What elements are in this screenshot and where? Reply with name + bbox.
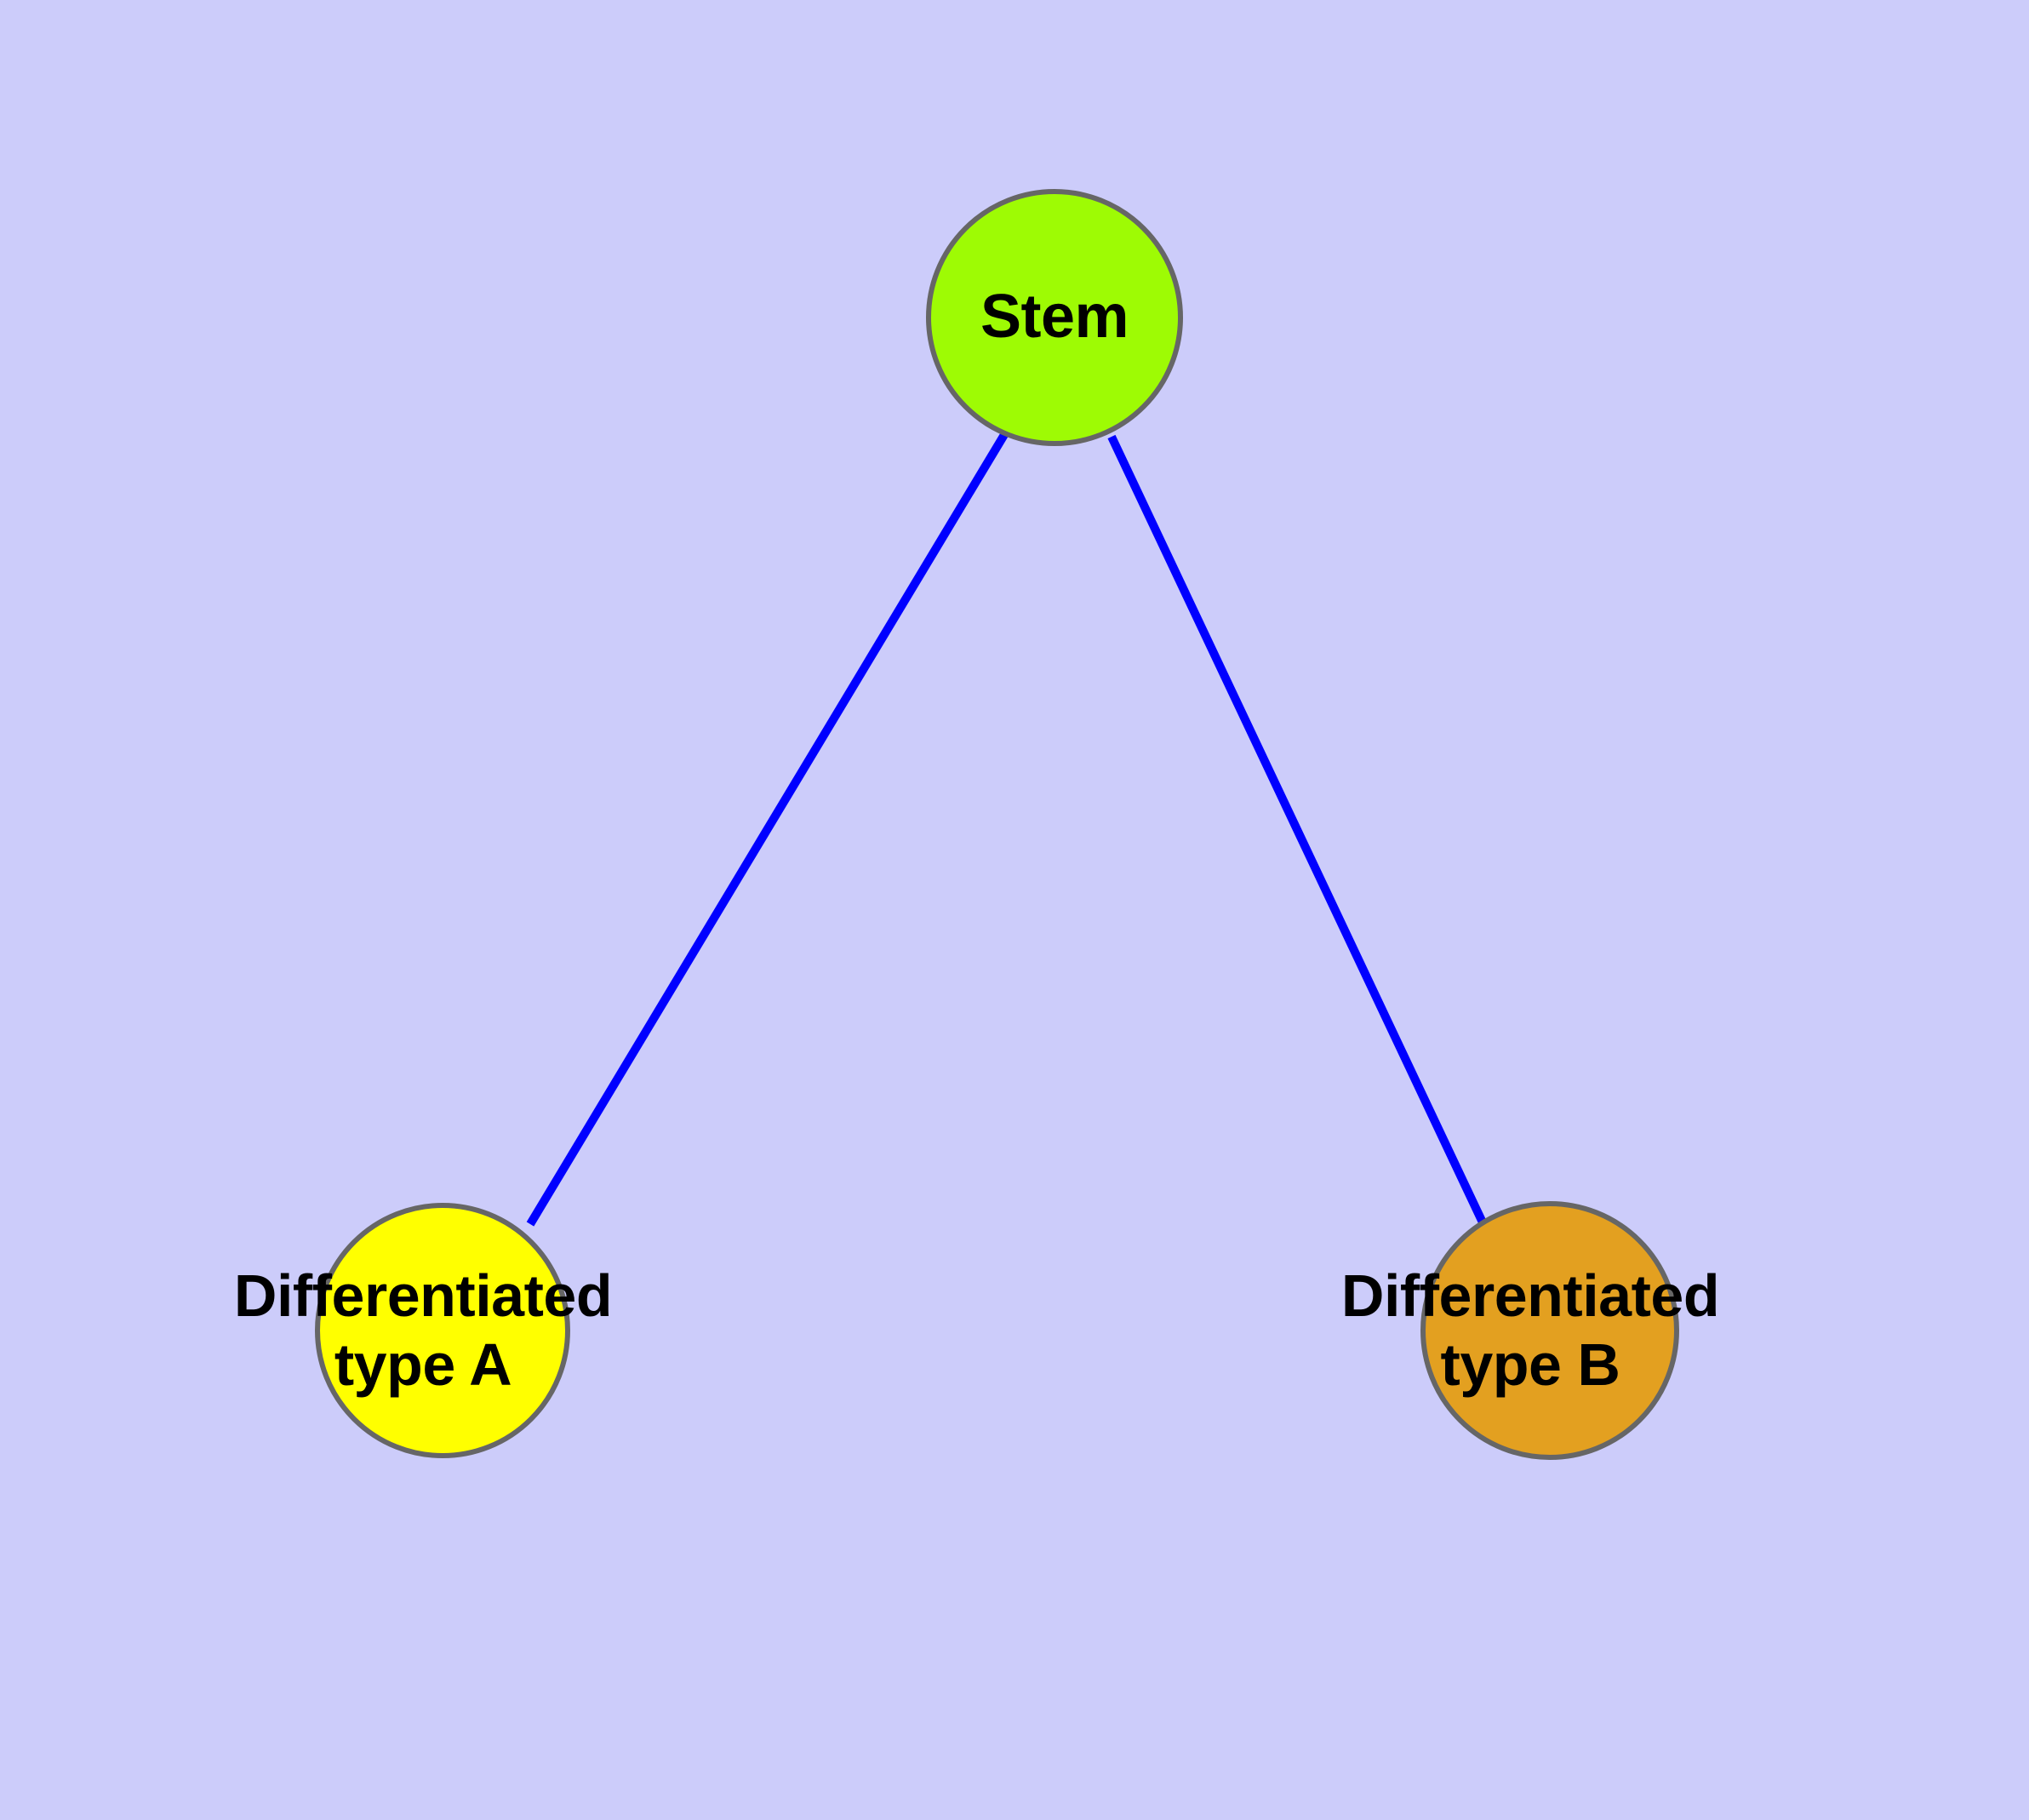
edge-layer [526,431,1487,1227]
node-circle-diff-b[interactable] [1420,1201,1679,1460]
node-circle-diff-a[interactable] [315,1203,570,1458]
node-layer [315,189,1679,1460]
edge-stem-to-diff-a [526,431,1009,1227]
node-circle-stem[interactable] [926,189,1183,446]
edge-stem-to-diff-b [1107,434,1487,1225]
